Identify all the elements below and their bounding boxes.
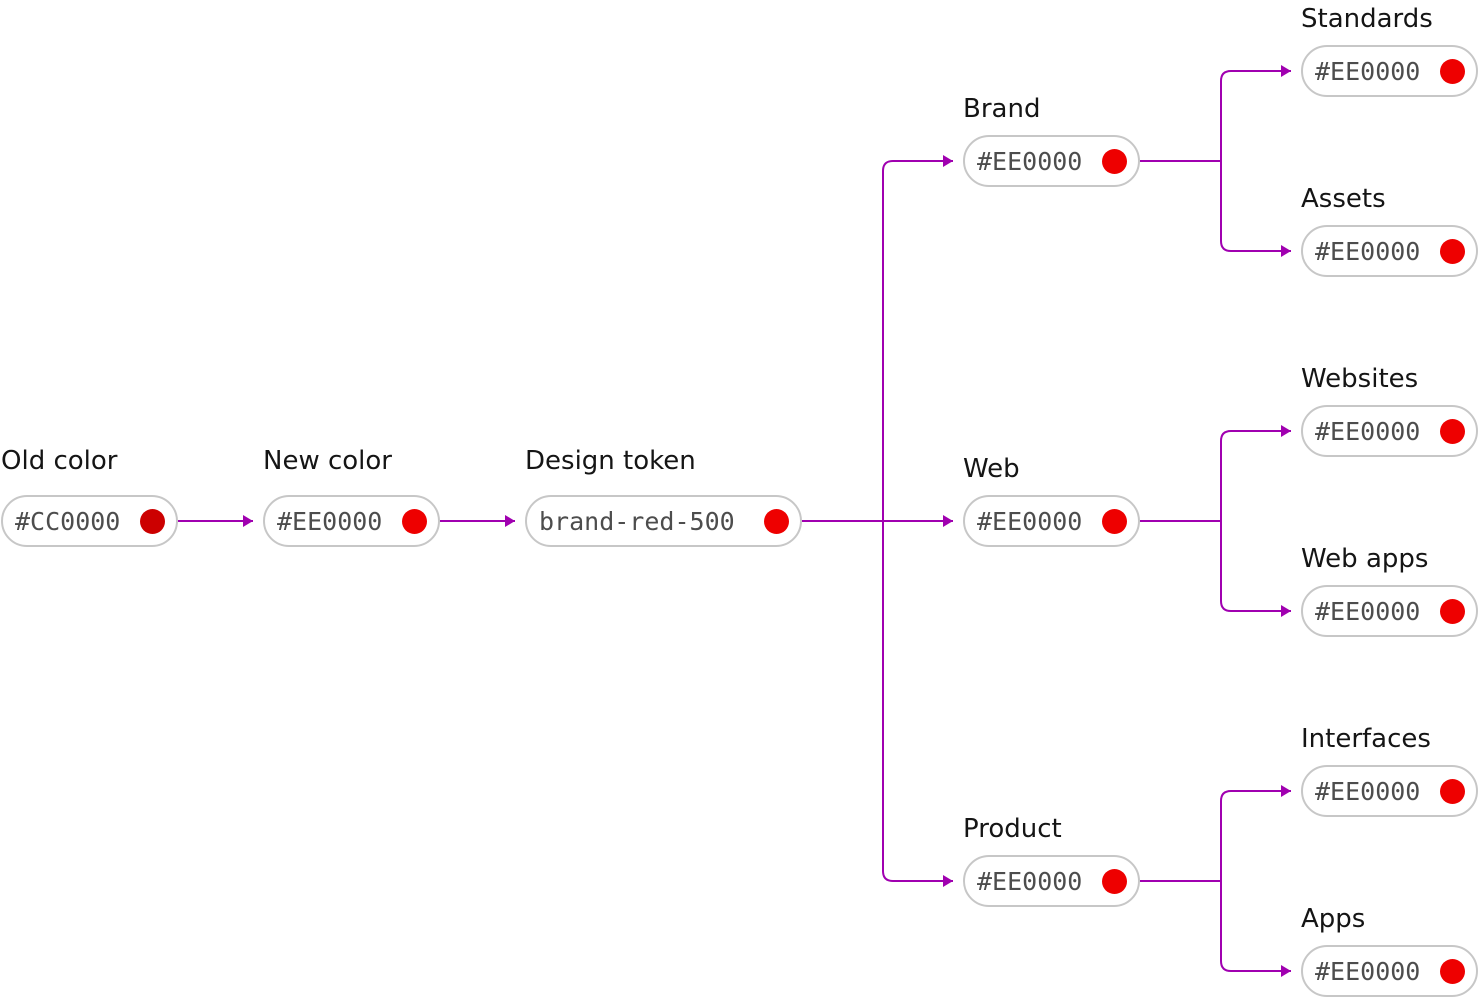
brand-label: Brand (963, 94, 1041, 124)
color-swatch-icon (1102, 508, 1127, 534)
color-swatch-icon (1440, 238, 1465, 264)
arrow-to-product (882, 521, 953, 887)
interfaces-label: Interfaces (1301, 724, 1431, 754)
color-swatch-icon (1102, 868, 1127, 894)
color-swatch-icon (1440, 598, 1465, 624)
web-apps-value: #EE0000 (1315, 596, 1421, 626)
design-token-value: brand-red-500 (539, 506, 735, 536)
new-color-value: #EE0000 (277, 506, 383, 536)
product-value: #EE0000 (977, 866, 1083, 896)
assets-pill: #EE0000 (1301, 225, 1478, 277)
arrow-to-brand (882, 155, 953, 521)
color-swatch-icon (1440, 418, 1465, 444)
color-swatch-icon (140, 508, 165, 534)
apps-pill: #EE0000 (1301, 945, 1478, 997)
web-apps-label: Web apps (1301, 544, 1429, 574)
arrow-to-standards (1220, 65, 1291, 161)
interfaces-pill: #EE0000 (1301, 765, 1478, 817)
brand-pill: #EE0000 (963, 135, 1140, 187)
websites-label: Websites (1301, 364, 1419, 394)
arrow-to-web-apps (1220, 521, 1291, 617)
assets-label: Assets (1301, 184, 1386, 214)
web-pill: #EE0000 (963, 495, 1140, 547)
brand-value: #EE0000 (977, 146, 1083, 176)
product-label: Product (963, 814, 1062, 844)
new-color-label: New color (263, 446, 392, 476)
apps-value: #EE0000 (1315, 956, 1421, 986)
color-swatch-icon (402, 508, 427, 534)
web-apps-pill: #EE0000 (1301, 585, 1478, 637)
arrow-to-apps (1220, 881, 1291, 977)
websites-value: #EE0000 (1315, 416, 1421, 446)
color-swatch-icon (1440, 58, 1465, 84)
web-value: #EE0000 (977, 506, 1083, 536)
arrow-to-assets (1220, 161, 1291, 257)
old-color-label: Old color (1, 446, 118, 476)
apps-label: Apps (1301, 904, 1366, 934)
old-color-value: #CC0000 (15, 506, 121, 536)
assets-value: #EE0000 (1315, 236, 1421, 266)
design-token-label: Design token (525, 446, 696, 476)
standards-value: #EE0000 (1315, 56, 1421, 86)
websites-pill: #EE0000 (1301, 405, 1478, 457)
arrow-to-websites (1220, 425, 1291, 521)
standards-label: Standards (1301, 4, 1433, 34)
design-token-pill: brand-red-500 (525, 495, 802, 547)
color-swatch-icon (1440, 958, 1465, 984)
standards-pill: #EE0000 (1301, 45, 1478, 97)
interfaces-value: #EE0000 (1315, 776, 1421, 806)
color-swatch-icon (1102, 148, 1127, 174)
product-pill: #EE0000 (963, 855, 1140, 907)
old-color-pill: #CC0000 (1, 495, 178, 547)
color-swatch-icon (764, 508, 789, 534)
arrow-to-interfaces (1220, 785, 1291, 881)
color-swatch-icon (1440, 778, 1465, 804)
web-label: Web (963, 454, 1020, 484)
new-color-pill: #EE0000 (263, 495, 440, 547)
